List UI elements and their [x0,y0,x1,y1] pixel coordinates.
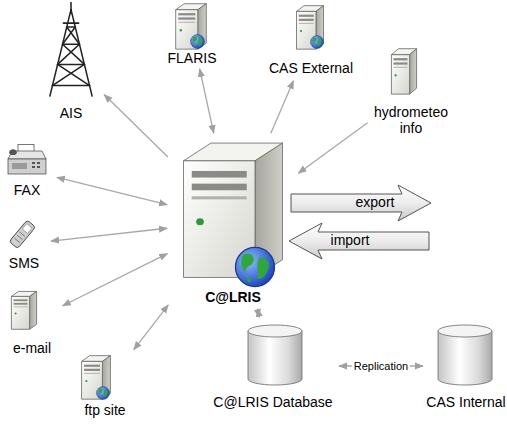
antenna-tower-node: AIS [40,2,102,122]
import-arrow: import [288,222,430,260]
srv-graphic [82,356,111,400]
srv-graphic [11,291,36,329]
connector-arrow [51,228,167,241]
node-label: AIS [40,105,102,121]
cyl-graphic [438,325,492,385]
globe-graphic [191,35,205,49]
ftp-server-node: ftp site [74,352,136,422]
arrow-label: export [290,194,432,210]
connector-arrow [134,305,168,350]
globe-graphic [310,35,323,48]
node-label: ftp site [74,402,136,418]
server-node: FLARIS [160,2,224,66]
fax-icon [6,144,48,178]
srv-graphic [391,49,416,94]
globe-graphic [96,386,109,399]
srv-graphic [297,6,324,50]
node-label: C@LRIS [170,289,296,305]
connector-arrow [57,177,167,204]
node-label: hydrometeo info [370,104,452,136]
export-arrow: export [290,184,432,222]
connector-arrow [63,254,168,306]
globe-icon [190,34,205,49]
tower-icon [42,2,100,98]
email-server-node: e-mail [4,286,60,356]
database-node: CAS Internal [426,320,506,412]
fax-graphic [8,145,46,175]
tower-graphic [50,2,92,96]
globe-icon [234,246,276,288]
connector-label: Replication [352,360,410,373]
cyl-icon [437,324,493,386]
node-label: CAS External [262,60,360,76]
arrow-label: import [288,232,430,248]
server-node: hydrometeo info [370,45,452,137]
connector-arrow [298,123,367,174]
cyl-icon [247,324,303,386]
connector-arrow [257,309,259,317]
node-label: FAX [0,182,54,198]
globe-icon [310,35,324,49]
phone-graphic [9,220,35,249]
globe-graphic [235,247,274,286]
srv-graphic [176,4,207,49]
node-label: FLARIS [160,50,224,66]
block-arrow-shape [289,223,429,259]
node-label: CAS Internal [426,394,506,410]
server-node: CAS External [262,2,360,78]
node-label: e-mail [4,340,60,356]
phone-icon [8,218,36,250]
node-label: SMS [0,255,48,271]
cyl-graphic [248,325,302,385]
connector-arrow [271,81,294,133]
block-arrow-shape [291,185,431,221]
node-label: C@LRIS Database [210,394,336,410]
connector-arrow [104,95,168,158]
globe-icon [96,386,110,400]
srv-icon [390,47,418,95]
database-node: C@LRIS Database [210,320,336,412]
main-server-node: C@LRIS [170,136,296,306]
connector-arrow [200,69,214,133]
srv-icon [10,290,38,330]
fax-node: FAX [0,140,54,200]
sms-node: SMS [0,216,48,272]
